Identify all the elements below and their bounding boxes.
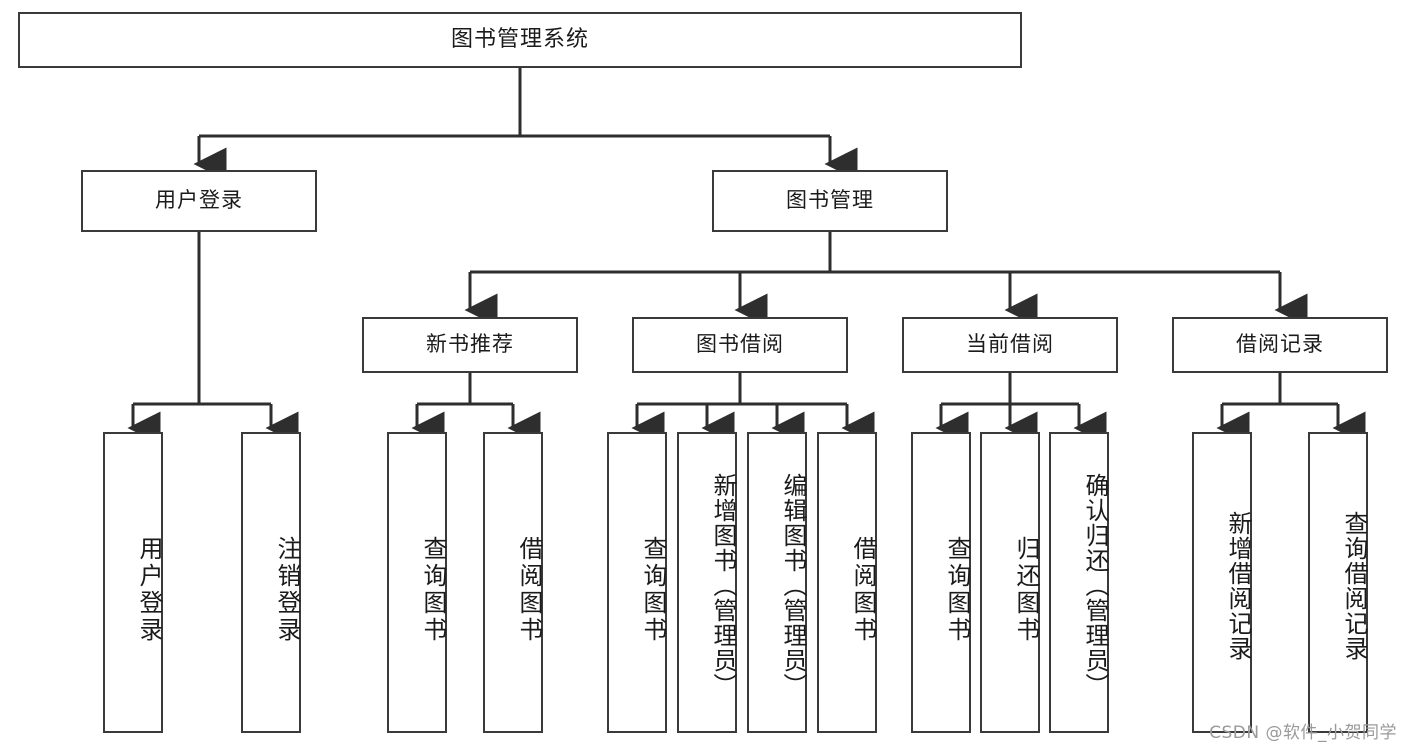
node-new-book-recommend[interactable]: 新书推荐 (362, 317, 578, 373)
leaf-borrow-borrow-book[interactable]: 借阅图书 (817, 432, 877, 733)
leaf-recommend-borrow-book[interactable]: 借阅图书 (483, 432, 543, 733)
node-borrow-record[interactable]: 借阅记录 (1172, 317, 1388, 373)
leaf-borrow-query-book[interactable]: 查询图书 (607, 432, 667, 733)
leaf-borrow-add-book-admin[interactable]: 新增图书（管理员） (677, 432, 737, 733)
node-current-borrow[interactable]: 当前借阅 (902, 317, 1118, 373)
node-user-login[interactable]: 用户登录 (81, 170, 317, 232)
node-root-system[interactable]: 图书管理系统 (18, 12, 1022, 68)
leaf-user-login-signin[interactable]: 用户登录 (103, 432, 163, 733)
leaf-user-login-signout[interactable]: 注销登录 (241, 432, 301, 733)
node-book-borrow[interactable]: 图书借阅 (632, 317, 848, 373)
leaf-current-query-book[interactable]: 查询图书 (911, 432, 971, 733)
leaf-recommend-query-book[interactable]: 查询图书 (387, 432, 447, 733)
leaf-current-return-book[interactable]: 归还图书 (980, 432, 1040, 733)
node-book-management[interactable]: 图书管理 (712, 170, 948, 232)
leaf-record-add-record[interactable]: 新增借阅记录 (1192, 432, 1252, 733)
leaf-record-query-record[interactable]: 查询借阅记录 (1308, 432, 1368, 733)
watermark-text: CSDN @软件_小贺同学 (1209, 723, 1397, 743)
leaf-current-confirm-return-admin[interactable]: 确认归还（管理员） (1049, 432, 1109, 733)
leaf-borrow-edit-book-admin[interactable]: 编辑图书（管理员） (747, 432, 807, 733)
